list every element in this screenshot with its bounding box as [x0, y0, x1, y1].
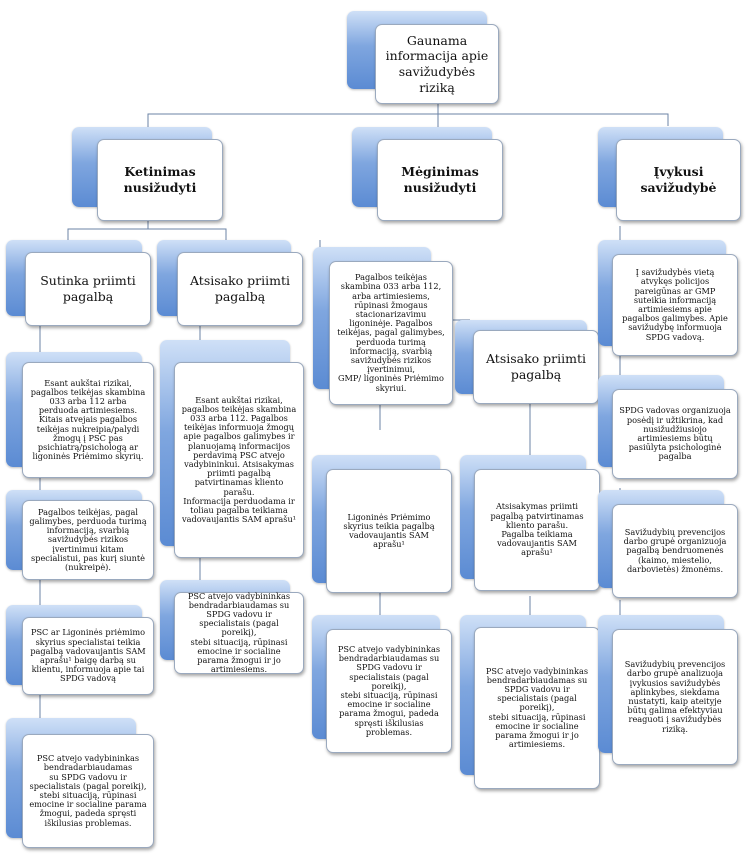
intent-agree-step-3: PSC ar Ligoninės priėmimo skyrius specia… [6, 605, 156, 697]
intent-agree-step-1: Esant aukštai rizikai, pagalbos teikėjas… [6, 352, 156, 480]
attempt-hospital-text: Ligoninės Priėmimo skyrius teikia pagalb… [343, 511, 435, 550]
intent-agree-step-1-line-1: Esant aukštai rizikai, pagalbos teikėjas… [30, 377, 146, 416]
suicide-step-1-card: Į savižudybės vietą atvykęs policijos pa… [612, 254, 738, 356]
suicide-step-3: Savižudybių prevencijos darbo grupė orga… [598, 490, 740, 600]
attempt-refuse-step-2-card: PSC atvejo vadybininkas bendradarbiaudam… [474, 627, 600, 789]
attempt-node: Mėginimas nusižudyti [352, 127, 506, 221]
attempt-refuse-step-1: Atsisakymas priimti pagalbą patvirtinama… [460, 455, 602, 593]
intent-agree-step-3-card: PSC ar Ligoninės priėmimo skyrius specia… [22, 617, 154, 695]
root-title: Gaunama informacija apie savižudybės riz… [385, 32, 489, 95]
suicide-title: Įvykusi savižudybė [640, 164, 717, 195]
intent-agree-title: Sutinka priimti pagalbą [40, 273, 136, 304]
intent-refuse-node: Atsisako priimti pagalbą [157, 240, 305, 328]
attempt-refuse-node: Atsisako priimti pagalbą [455, 320, 601, 406]
intent-agree-step-4-line-2: su SPDG vadovu ir specialistais (pagal p… [29, 771, 147, 828]
intent-refuse-step-1-line-2: Informacija perduodama ir toliau pagalba… [181, 495, 297, 525]
intent-node: Ketinimas nusižudyti [72, 127, 226, 221]
attempt-main-card: Pagalbos teikėjas skambina 033 arba 112,… [329, 261, 453, 405]
attempt-main-line-1: Pagalbos teikėjas skambina 033 arba 112,… [337, 272, 445, 375]
intent-refuse-step-2-card: PSC atvejo vadybininkas bendradarbiaudam… [174, 590, 304, 675]
intent-agree-step-3-text: PSC ar Ligoninės priėmimo skyrius specia… [30, 627, 146, 684]
suicide-step-2-card: SPDG vadovas organizuoja posėdį ir užtik… [612, 389, 738, 479]
attempt-refuse-title: Atsisako priimti pagalbą [485, 351, 587, 382]
intent-refuse-step-2-line-1: PSC atvejo vadybininkas bendradarbiaudam… [187, 590, 291, 638]
suicide-step-4: Savižudybių prevencijos darbo grupė anal… [598, 615, 740, 767]
suicide-card: Įvykusi savižudybė [616, 139, 741, 221]
attempt-hospital-follow-line-1: PSC atvejo vadybininkas bendradarbiaudam… [337, 644, 441, 691]
attempt-refuse-step-2-line-1: PSC atvejo vadybininkas bendradarbiaudam… [485, 665, 589, 713]
suicide-step-4-card: Savižudybių prevencijos darbo grupė anal… [612, 629, 738, 765]
attempt-refuse-step-1-line-1: Atsisakymas priimti pagalbą patvirtinama… [490, 501, 584, 530]
intent-agree-step-1-card: Esant aukštai rizikai, pagalbos teikėjas… [22, 362, 154, 478]
attempt-refuse-step-2: PSC atvejo vadybininkas bendradarbiaudam… [460, 615, 602, 793]
suicide-step-2-text: SPDG vadovas organizuoja posėdį ir užtik… [619, 405, 731, 462]
intent-agree-step-4-card: PSC atvejo vadybininkas bendradarbiaudam… [22, 734, 154, 848]
suicide-step-1: Į savižudybės vietą atvykęs policijos pa… [598, 240, 740, 360]
suicide-step-1-text: Į savižudybės vietą atvykęs policijos pa… [622, 267, 728, 342]
intent-refuse-step-2-line-2: stebi situaciją, rūpinasi emocine ir soc… [190, 636, 288, 675]
intent-refuse-title: Atsisako priimti pagalbą [189, 273, 291, 304]
attempt-main-line-2: GMP/ ligoninės Priėmimo skyriui. [338, 373, 444, 393]
intent-refuse-step-2: PSC atvejo vadybininkas bendradarbiaudam… [160, 580, 306, 676]
intent-agree-step-2: Pagalbos teikėjas, pagal galimybes, perd… [6, 490, 156, 582]
intent-card: Ketinimas nusižudyti [97, 139, 223, 221]
intent-agree-step-2-text: Pagalbos teikėjas, pagal galimybes, perd… [29, 506, 147, 572]
attempt-refuse-step-1-card: Atsisakymas priimti pagalbą patvirtinama… [474, 469, 600, 591]
attempt-hospital-card: Ligoninės Priėmimo skyrius teikia pagalb… [326, 469, 452, 593]
intent-agree-node: Sutinka priimti pagalbą [6, 240, 154, 328]
intent-agree-card: Sutinka priimti pagalbą [25, 252, 151, 326]
root-node: Gaunama informacija apie savižudybės riz… [347, 11, 501, 105]
intent-refuse-card: Atsisako priimti pagalbą [177, 252, 303, 326]
attempt-refuse-step-1-line-2: Pagalba teikiama vadovaujantis SAM apraš… [497, 529, 577, 558]
attempt-hospital-node: Ligoninės Priėmimo skyrius teikia pagalb… [312, 455, 454, 597]
attempt-hospital-follow-line-2: stebi situaciją, rūpinasi emocine ir soc… [339, 690, 439, 737]
suicide-node: Įvykusi savižudybė [598, 127, 752, 221]
suicide-step-4-text: Savižudybių prevencijos darbo grupė anal… [624, 659, 726, 734]
attempt-refuse-card: Atsisako priimti pagalbą [473, 330, 599, 404]
attempt-refuse-step-2-line-2: stebi situaciją, rūpinasi emocine ir soc… [488, 711, 586, 750]
intent-agree-step-4-line-1: PSC atvejo vadybininkas bendradarbiaudam… [36, 753, 140, 773]
intent-agree-step-1-line-2: Kitais atvejais pagalbos teikėjas nukrei… [32, 414, 144, 462]
intent-agree-step-4: PSC atvejo vadybininkas bendradarbiaudam… [6, 718, 156, 852]
suicide-step-3-card: Savižudybių prevencijos darbo grupė orga… [612, 504, 738, 598]
intent-agree-step-2-card: Pagalbos teikėjas, pagal galimybes, perd… [22, 500, 154, 580]
intent-title: Ketinimas nusižudyti [123, 164, 197, 195]
intent-refuse-step-1-card: Esant aukštai rizikai, pagalbos teikėjas… [174, 362, 304, 558]
suicide-step-3-text: Savižudybių prevencijos darbo grupė orga… [623, 527, 727, 574]
suicide-step-2: SPDG vadovas organizuoja posėdį ir užtik… [598, 375, 740, 481]
intent-refuse-step-1: Esant aukštai rizikai, pagalbos teikėjas… [160, 340, 306, 562]
attempt-title: Mėginimas nusižudyti [401, 164, 479, 195]
attempt-hospital-follow-card: PSC atvejo vadybininkas bendradarbiaudam… [326, 629, 452, 753]
root-card: Gaunama informacija apie savižudybės riz… [375, 24, 499, 104]
attempt-main-node: Pagalbos teikėjas skambina 033 arba 112,… [313, 247, 455, 407]
intent-refuse-step-1-line-1: Esant aukštai rizikai, pagalbos teikėjas… [181, 394, 297, 497]
attempt-hospital-follow: PSC atvejo vadybininkas bendradarbiaudam… [312, 615, 454, 755]
attempt-card: Mėginimas nusižudyti [377, 139, 503, 221]
